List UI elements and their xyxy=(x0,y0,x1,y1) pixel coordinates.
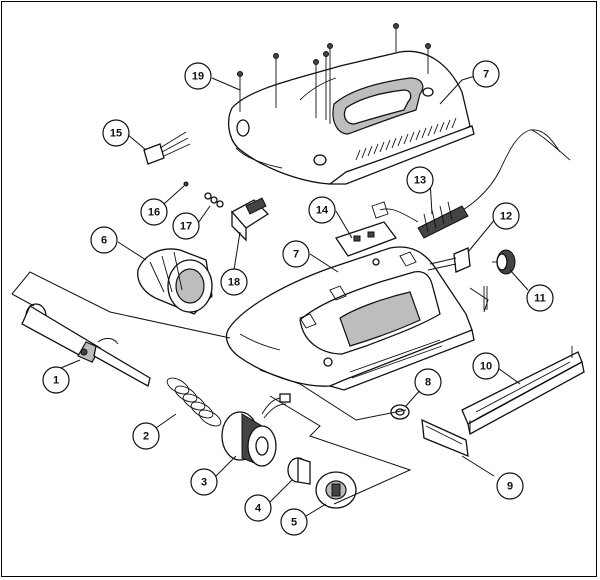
callout-11: 11 xyxy=(526,284,554,312)
callout-18: 18 xyxy=(220,268,248,296)
pin xyxy=(483,286,488,310)
callout-number: 10 xyxy=(480,361,492,373)
callout-15: 15 xyxy=(102,119,130,147)
part-3-coil xyxy=(221,393,291,467)
callout-19: 19 xyxy=(184,62,212,90)
part-15-connector xyxy=(143,131,191,165)
callout-circle xyxy=(496,472,524,500)
callout-circle xyxy=(406,166,434,194)
part-2-spring xyxy=(166,377,222,427)
callout-circle xyxy=(492,202,520,230)
part-18-switch xyxy=(230,197,270,242)
callout-circle xyxy=(90,226,118,254)
callout-9: 9 xyxy=(496,472,524,500)
part-11-gear xyxy=(492,249,516,275)
callout-circle xyxy=(132,422,160,450)
callout-14: 14 xyxy=(308,196,336,224)
part-8-ring xyxy=(390,404,410,420)
callout-number: 12 xyxy=(500,211,512,223)
callout-7b: 7 xyxy=(282,240,310,268)
callout-circle xyxy=(308,196,336,224)
part-12-bracket xyxy=(427,247,471,273)
callout-number: 7 xyxy=(483,69,489,81)
callout-number: 2 xyxy=(143,431,149,443)
part-1-heating-element xyxy=(21,303,151,387)
callout-number: 4 xyxy=(255,503,262,515)
part-13-power-cord xyxy=(379,129,571,239)
callout-number: 17 xyxy=(180,221,192,233)
callout-number: 3 xyxy=(201,477,207,489)
cover-screws xyxy=(237,23,431,124)
callout-8: 8 xyxy=(414,368,442,396)
callout-circle xyxy=(102,119,130,147)
base-housing xyxy=(225,246,475,391)
callout-5: 5 xyxy=(280,508,308,536)
callout-number: 15 xyxy=(110,128,122,140)
callout-circle xyxy=(282,240,310,268)
top-cover-ribs xyxy=(355,117,457,161)
callout-number: 6 xyxy=(101,235,107,247)
callout-7a: 7 xyxy=(472,60,500,88)
callout-circle xyxy=(184,62,212,90)
callout-number: 13 xyxy=(414,175,426,187)
callout-number: 11 xyxy=(534,293,546,305)
callout-circle xyxy=(220,268,248,296)
callout-circle xyxy=(42,366,70,394)
callout-17: 17 xyxy=(172,212,200,240)
callout-number: 16 xyxy=(148,207,160,219)
callout-3: 3 xyxy=(190,468,218,496)
part-4-cap xyxy=(287,457,311,485)
callout-circle xyxy=(526,284,554,312)
part-16-17-small-parts xyxy=(183,181,224,208)
callout-number: 9 xyxy=(507,481,513,493)
callout-number: 1 xyxy=(53,375,59,387)
callout-number: 18 xyxy=(228,277,240,289)
callout-circle xyxy=(190,468,218,496)
callout-13: 13 xyxy=(406,166,434,194)
callout-circle xyxy=(472,60,500,88)
callout-circle xyxy=(244,494,272,522)
part-10-rail xyxy=(461,346,585,435)
part-14-board xyxy=(334,201,398,257)
callout-1: 1 xyxy=(42,366,70,394)
callout-6: 6 xyxy=(90,226,118,254)
callout-16: 16 xyxy=(140,198,168,226)
callout-circle xyxy=(172,212,200,240)
callout-circle xyxy=(414,368,442,396)
top-cover xyxy=(227,50,475,185)
callout-number: 19 xyxy=(192,71,204,83)
part-5-knob xyxy=(315,471,357,509)
callout-circle xyxy=(140,198,168,226)
part-9-plate xyxy=(421,418,469,458)
callout-12: 12 xyxy=(492,202,520,230)
callout-number: 5 xyxy=(291,517,297,529)
callout-circle xyxy=(472,352,500,380)
callout-number: 14 xyxy=(316,205,329,217)
callout-number: 7 xyxy=(293,249,299,261)
callout-4: 4 xyxy=(244,494,272,522)
callout-2: 2 xyxy=(132,422,160,450)
callout-10: 10 xyxy=(472,352,500,380)
leader-lines xyxy=(11,75,529,517)
part-6-nozzle xyxy=(137,248,213,315)
callout-number: 8 xyxy=(425,377,431,389)
callout-circle xyxy=(280,508,308,536)
